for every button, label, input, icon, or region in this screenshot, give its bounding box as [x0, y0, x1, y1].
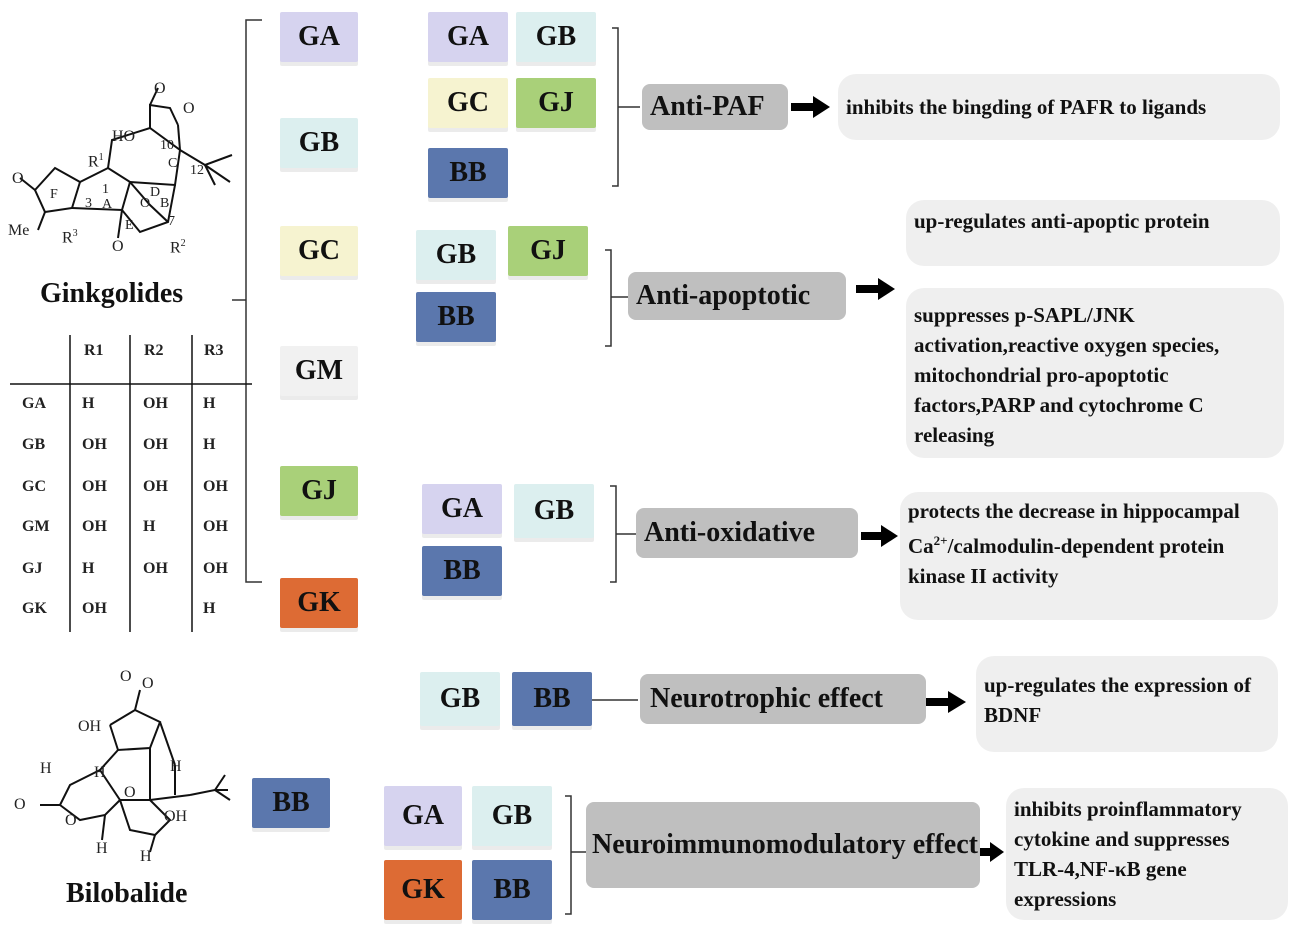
effect-description: up-regulates the expression of BDNF: [976, 656, 1278, 752]
tag-ga: GA: [428, 12, 508, 62]
effect-description: inhibits proinflammatory cytokine and su…: [1006, 788, 1288, 920]
tag-gj: GJ: [516, 78, 596, 128]
effect-description: inhibits the bingding of PAFR to ligands: [838, 74, 1280, 140]
neuroimmuno-bracket: [565, 795, 572, 915]
substituent-table-lines: [10, 335, 252, 632]
effect-label-anti-paf: Anti-PAF: [642, 84, 788, 130]
compound-tag-gk: GK: [280, 578, 358, 628]
tag-bb: BB: [416, 292, 496, 342]
effect-description: up-regulates anti-apoptic protein: [906, 200, 1280, 266]
arrow-icon: [861, 525, 898, 547]
bilobalide-structure: [40, 689, 231, 853]
effect-label-anti-oxidative: Anti-oxidative: [636, 508, 858, 558]
compound-tag-bb: BB: [252, 778, 330, 828]
compound-tag-gb: GB: [280, 118, 358, 168]
compound-tag-gc: GC: [280, 226, 358, 276]
tag-gb: GB: [416, 230, 496, 280]
tag-bb: BB: [428, 148, 508, 198]
effect-description: protects the decrease in hippocampal Ca2…: [900, 492, 1278, 620]
effect-label-neurotrophic: Neurotrophic effect: [640, 674, 926, 724]
effect-description: suppresses p-SAPL/JNK activation,reactiv…: [906, 288, 1284, 458]
tag-gb: GB: [516, 12, 596, 62]
arrow-icon: [856, 278, 895, 300]
tag-bb: BB: [472, 860, 552, 920]
bilobalide-label: Bilobalide: [66, 878, 188, 909]
arrow-icon: [926, 691, 966, 713]
compound-tag-gj: GJ: [280, 466, 358, 516]
ginkgolide-structure: [19, 87, 233, 239]
compound-tag-ga: GA: [280, 12, 358, 62]
effect-label-neuroimmunomodulatory: Neuroimmunomodulatory effect: [586, 802, 980, 888]
tag-gb: GB: [472, 786, 552, 846]
tag-ga: GA: [422, 484, 502, 534]
effect-label-anti-apoptotic: Anti-apoptotic: [628, 272, 846, 320]
anti-oxidative-bracket: [610, 485, 617, 583]
anti-apoptotic-bracket: [605, 249, 612, 347]
anti-paf-bracket: [612, 27, 619, 187]
tag-bb: BB: [512, 672, 592, 726]
ginkgolides-label: Ginkgolides: [40, 278, 184, 309]
tag-gb: GB: [420, 672, 500, 726]
arrow-icon: [980, 842, 1004, 862]
tag-gj: GJ: [508, 226, 588, 276]
compound-bracket: [245, 19, 262, 583]
tag-gk: GK: [384, 860, 462, 920]
tag-bb: BB: [422, 546, 502, 596]
arrow-icon: [791, 96, 830, 118]
tag-ga: GA: [384, 786, 462, 846]
tag-gc: GC: [428, 78, 508, 128]
compound-tag-gm: GM: [280, 346, 358, 396]
tag-gb: GB: [514, 484, 594, 538]
